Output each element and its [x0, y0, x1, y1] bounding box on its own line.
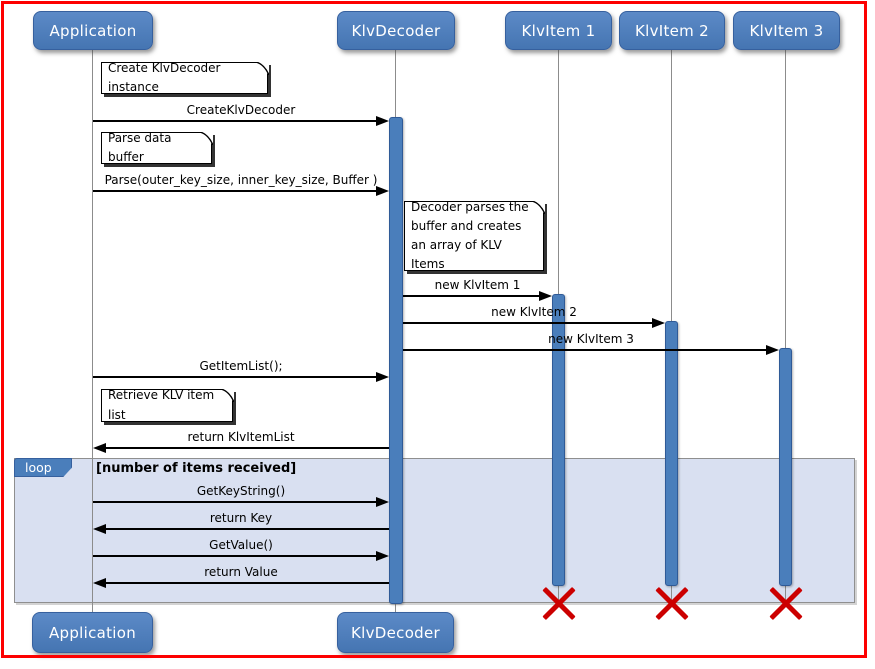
arrowhead-left-icon [93, 443, 106, 453]
note-create-decoder: Create KlvDecoder instance [101, 60, 269, 94]
participant-application-bottom: Application [32, 612, 153, 653]
message-label: return KlvItemList [187, 430, 295, 444]
loop-guard-condition: [number of items received] [96, 461, 297, 476]
note-fold-icon [199, 131, 213, 145]
note-retrieve-list: Retrieve KLV item list [101, 388, 234, 422]
activation-klvitem-1 [552, 294, 565, 586]
message-label: Parse(outer_key_size, inner_key_size, Bu… [104, 173, 378, 187]
message-line [403, 295, 540, 297]
note-fold-icon [531, 200, 545, 214]
note-text: Parse data buffer [108, 130, 172, 164]
arrowhead-right-icon [376, 186, 389, 196]
lifeline-application [92, 50, 93, 612]
note-decoder-parses: Decoder parses the buffer and creates an… [404, 200, 545, 271]
note-text: Retrieve KLV item list [108, 388, 215, 422]
message-label: GetValue() [209, 538, 273, 552]
note-fold-icon [255, 61, 269, 75]
arrowhead-right-icon [766, 345, 779, 355]
note-parse-buffer: Parse data buffer [101, 130, 213, 164]
participant-label: Application [48, 623, 137, 642]
message-line [93, 501, 377, 503]
arrowhead-right-icon [652, 318, 665, 328]
arrowhead-right-icon [376, 372, 389, 382]
destroy-x-icon-klvitem-3 [770, 588, 802, 620]
participant-label: KlvItem 3 [749, 21, 824, 40]
note-text: Create KlvDecoder instance [108, 60, 221, 94]
arrowhead-right-icon [539, 291, 552, 301]
note-text: Decoder parses the buffer and creates an… [411, 199, 529, 272]
message-line [93, 555, 377, 557]
participant-klvdecoder-bottom: KlvDecoder [337, 612, 454, 653]
lifeline-klvitem-3 [785, 50, 786, 602]
message-line [403, 322, 653, 324]
arrowhead-left-icon [93, 524, 106, 534]
participant-label: KlvDecoder [350, 623, 440, 642]
destroy-x-icon-klvitem-1 [543, 588, 575, 620]
message-label: GetItemList(); [199, 359, 283, 373]
message-label: return Value [204, 565, 278, 579]
arrowhead-left-icon [93, 578, 106, 588]
participant-label: KlvDecoder [351, 21, 441, 40]
participant-klvitem-3: KlvItem 3 [733, 11, 840, 50]
participant-klvitem-1: KlvItem 1 [505, 11, 612, 50]
message-line [93, 190, 377, 192]
note-fold-icon [220, 388, 234, 402]
loop-fragment [14, 458, 855, 603]
arrowhead-right-icon [376, 497, 389, 507]
arrowhead-right-icon [376, 551, 389, 561]
message-line [93, 120, 377, 122]
participant-label: Application [49, 21, 137, 40]
participant-klvdecoder-top: KlvDecoder [337, 11, 455, 50]
loop-operator-tab: loop [14, 458, 72, 477]
message-line [106, 528, 389, 530]
message-label: GetKeyString() [196, 484, 286, 498]
activation-klvitem-2 [665, 321, 678, 586]
message-label: return Key [209, 511, 273, 525]
activation-klvdecoder [389, 117, 403, 604]
participant-label: KlvItem 2 [634, 21, 710, 40]
destroy-x-icon-klvitem-2 [656, 588, 688, 620]
participant-application-top: Application [33, 11, 153, 50]
message-line [93, 376, 377, 378]
arrowhead-right-icon [376, 116, 389, 126]
message-label: new KlvItem 2 [491, 305, 577, 319]
message-line [106, 447, 389, 449]
message-label: new KlvItem 3 [548, 332, 634, 346]
message-label: CreateKlvDecoder [186, 103, 296, 117]
message-label: new KlvItem 1 [434, 278, 521, 292]
participant-label: KlvItem 1 [521, 21, 596, 40]
loop-operator-label: loop [25, 460, 52, 475]
message-line [403, 349, 767, 351]
message-line [106, 582, 389, 584]
participant-klvitem-2: KlvItem 2 [619, 11, 725, 50]
activation-klvitem-3 [779, 348, 792, 586]
